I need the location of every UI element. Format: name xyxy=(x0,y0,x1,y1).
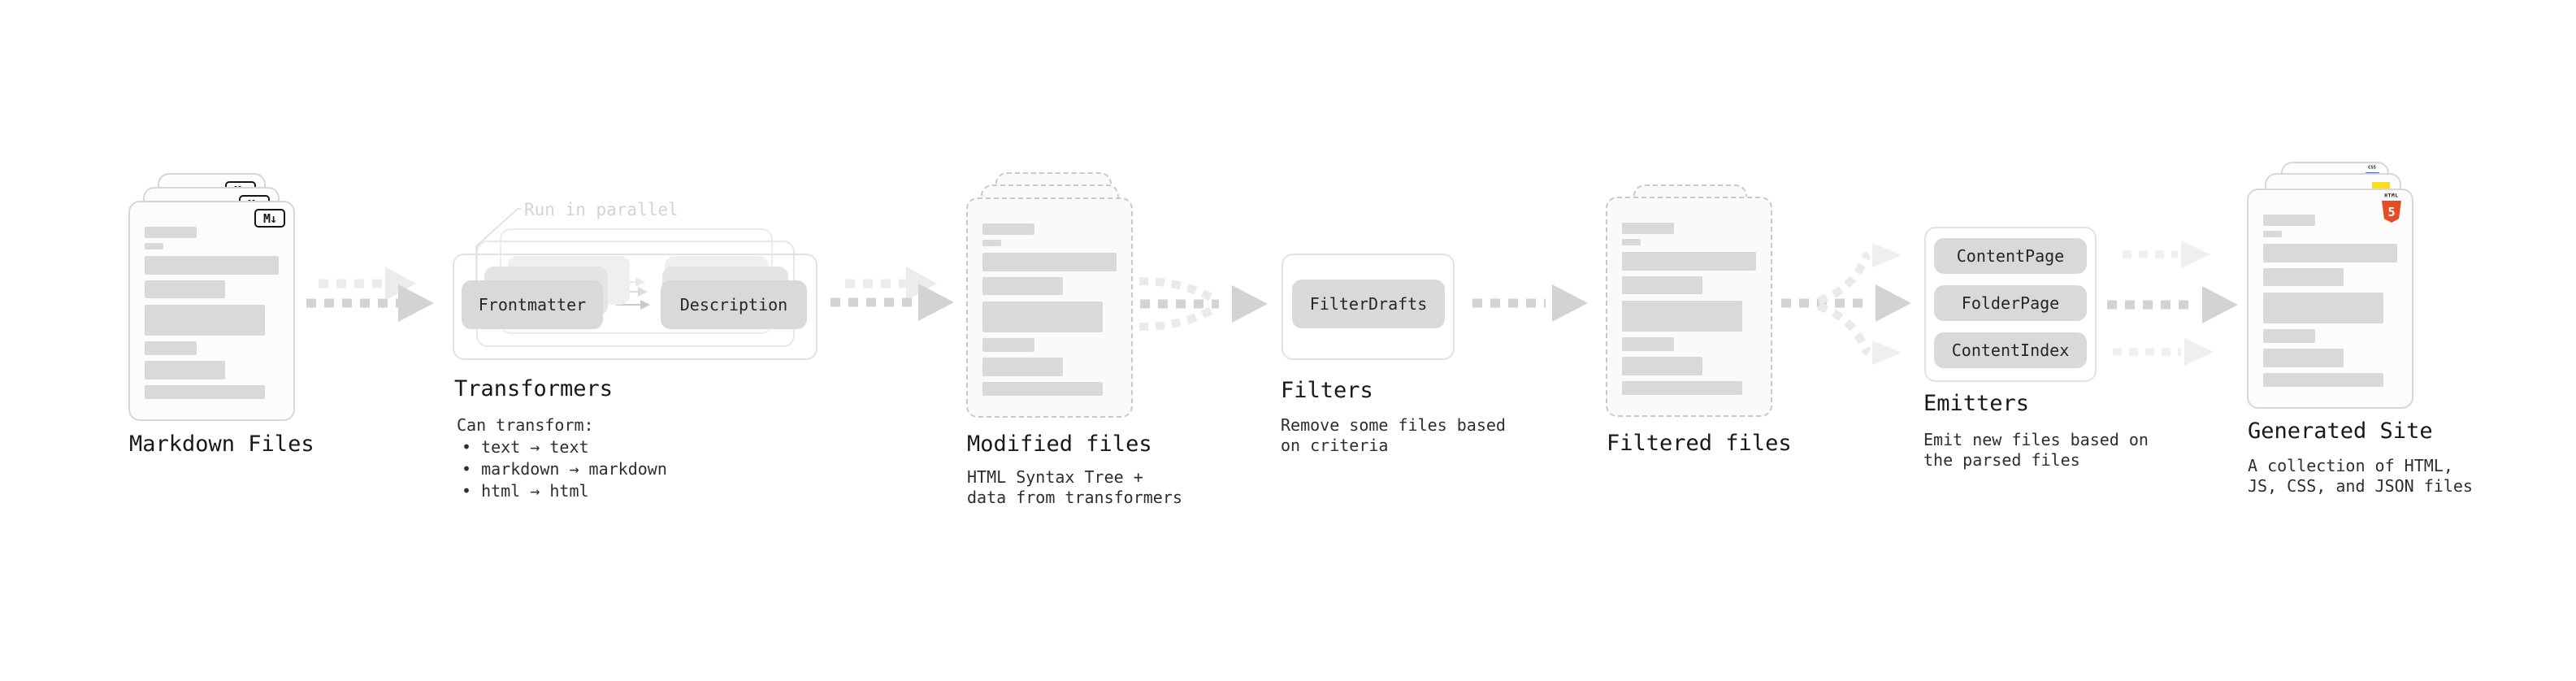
arrow-modified-to-filters xyxy=(1138,277,1268,331)
file-card-front xyxy=(966,197,1133,418)
html5-icon: HTML 5 xyxy=(2379,193,2404,223)
folderpage-pill: FolderPage xyxy=(1934,285,2087,321)
contentpage-pill: ContentPage xyxy=(1934,238,2087,274)
placeholder-bar xyxy=(982,338,1034,352)
placeholder-bar xyxy=(145,227,197,238)
transformers-caption: Can transform: xyxy=(457,415,594,435)
transformers-bullet-list: • text → text • markdown → markdown • ht… xyxy=(462,436,667,502)
modified-files-caption: HTML Syntax Tree + data from transformer… xyxy=(967,467,1182,508)
caption-line: HTML Syntax Tree + xyxy=(967,467,1143,487)
run-in-parallel-note: Run in parallel xyxy=(524,200,679,219)
caption-line: data from transformers xyxy=(967,488,1182,507)
placeholder-bar xyxy=(2263,268,2344,286)
javascript-icon xyxy=(2372,182,2390,190)
placeholder-bar xyxy=(1622,301,1742,332)
placeholder-bar xyxy=(145,361,225,380)
transform-bullet: • html → html xyxy=(462,481,589,501)
caption-line: on criteria xyxy=(1281,436,1389,455)
placeholder-bar xyxy=(2263,373,2383,387)
arrow-emitters-to-generated xyxy=(2107,241,2238,366)
placeholder-bar xyxy=(982,223,1034,235)
emitters-title: Emitters xyxy=(1923,391,2030,416)
filtered-files-title: Filtered files xyxy=(1607,431,1792,456)
emitters-caption: Emit new files based on the parsed files xyxy=(1923,430,2149,471)
filters-title: Filters xyxy=(1281,378,1373,403)
placeholder-bar xyxy=(982,253,1117,271)
placeholder-bar xyxy=(2263,231,2282,237)
placeholder-bar xyxy=(982,301,1103,332)
filterdrafts-pill: FilterDrafts xyxy=(1292,280,1445,328)
placeholder-bar xyxy=(145,385,265,399)
markdown-files-title: Markdown Files xyxy=(129,432,314,457)
transform-bullet: • markdown → markdown xyxy=(462,459,667,479)
placeholder-bar xyxy=(2263,329,2315,343)
html5-icon-label: HTML xyxy=(2384,193,2399,199)
placeholder-bar xyxy=(1622,381,1742,395)
placeholder-bar xyxy=(145,256,279,275)
frontmatter-pill: Frontmatter xyxy=(462,280,603,329)
caption-line: Remove some files based xyxy=(1281,415,1506,435)
markdown-icon: M↓ xyxy=(254,209,285,228)
placeholder-bar xyxy=(145,280,225,298)
caption-line: JS, CSS, and JSON files xyxy=(2248,476,2473,496)
placeholder-bar xyxy=(1622,276,1702,294)
placeholder-bar xyxy=(145,243,163,249)
file-card-front: HTML 5 xyxy=(2247,189,2413,409)
placeholder-bar xyxy=(145,341,197,355)
filters-caption: Remove some files based on criteria xyxy=(1281,415,1506,456)
placeholder-bar xyxy=(2263,293,2383,323)
placeholder-bar xyxy=(1622,337,1674,351)
transform-bullet: • text → text xyxy=(462,437,589,457)
contentindex-pill: ContentIndex xyxy=(1934,332,2087,368)
description-pill: Description xyxy=(661,280,807,329)
placeholder-bar xyxy=(2263,349,2344,367)
placeholder-bar xyxy=(1622,223,1674,234)
arrow-markdown-to-transformers xyxy=(306,267,434,322)
arrow-filtered-to-emitters xyxy=(1781,243,1911,365)
file-card-front: M↓ xyxy=(128,201,295,421)
caption-line: Emit new files based on xyxy=(1923,430,2149,449)
placeholder-bar xyxy=(982,240,1001,246)
placeholder-bar xyxy=(2263,244,2397,262)
placeholder-bar xyxy=(1622,357,1702,375)
generated-site-caption: A collection of HTML, JS, CSS, and JSON … xyxy=(2248,456,2473,497)
placeholder-bar xyxy=(2263,215,2315,226)
transformer-box-front xyxy=(453,254,817,360)
caption-line: A collection of HTML, xyxy=(2248,456,2453,475)
css-icon-label: CSS xyxy=(2368,164,2376,170)
modified-files-title: Modified files xyxy=(967,432,1152,457)
caption-line: the parsed files xyxy=(1923,450,2080,470)
placeholder-bar xyxy=(982,382,1103,396)
file-card-front xyxy=(1606,197,1772,417)
placeholder-bar xyxy=(982,277,1063,295)
placeholder-bar xyxy=(145,305,265,336)
placeholder-bar xyxy=(1622,239,1641,245)
generated-site-title: Generated Site xyxy=(2248,419,2433,444)
placeholder-bar xyxy=(982,358,1063,376)
placeholder-bar xyxy=(1622,252,1756,271)
arrow-filters-to-filtered xyxy=(1472,284,1588,322)
transformers-title: Transformers xyxy=(454,376,614,401)
arrow-transformers-to-modified xyxy=(830,267,954,321)
html5-icon-shield: 5 xyxy=(2382,201,2401,223)
